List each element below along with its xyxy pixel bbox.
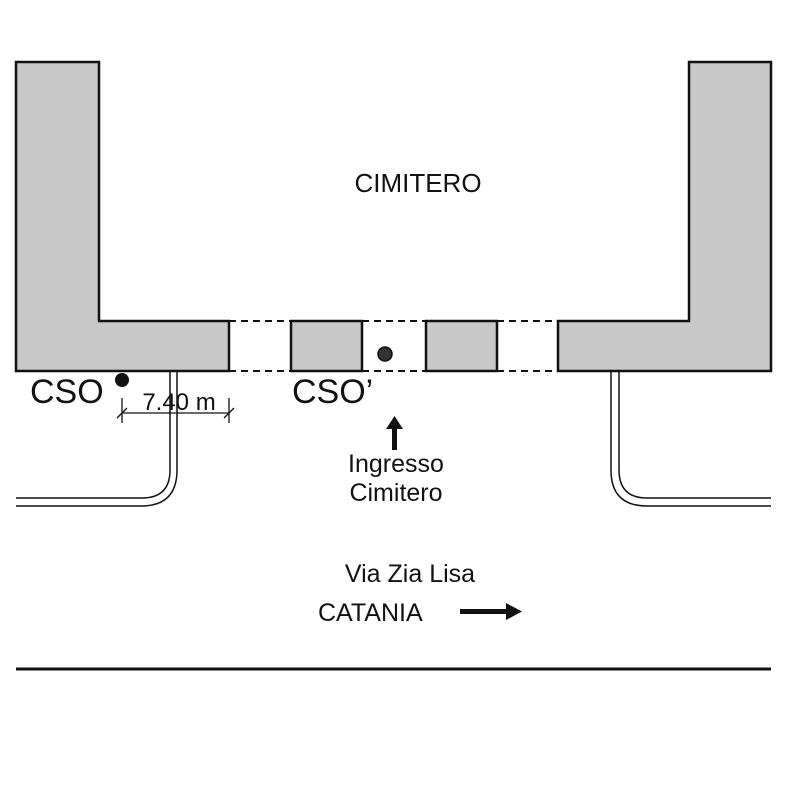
center-left-block: [289, 319, 364, 373]
direction-label: CATANIA: [318, 599, 423, 627]
station-left-label: CSO: [30, 373, 104, 411]
arrow-right-icon: [460, 603, 522, 620]
cso-prime-marker-dot: [377, 346, 393, 362]
dimension-label: 7.40 m: [142, 389, 215, 416]
left-wall-building: [14, 60, 231, 373]
center-right-block: [424, 319, 499, 373]
gate-openings: [229, 320, 558, 372]
station-center-label: CSO’: [292, 373, 373, 411]
right-side-road: [610, 371, 771, 507]
dimension-line: [116, 398, 235, 423]
area-label: CIMITERO: [354, 168, 481, 198]
entrance-label-line2: Cimitero: [349, 479, 442, 507]
right-wall-building: [556, 60, 773, 373]
cso-marker-dot: [115, 373, 129, 387]
left-side-road: [16, 371, 178, 507]
entrance-label-line1: Ingresso: [348, 450, 444, 478]
street-name-label: Via Zia Lisa: [345, 560, 475, 588]
arrow-up-icon: [386, 416, 403, 450]
